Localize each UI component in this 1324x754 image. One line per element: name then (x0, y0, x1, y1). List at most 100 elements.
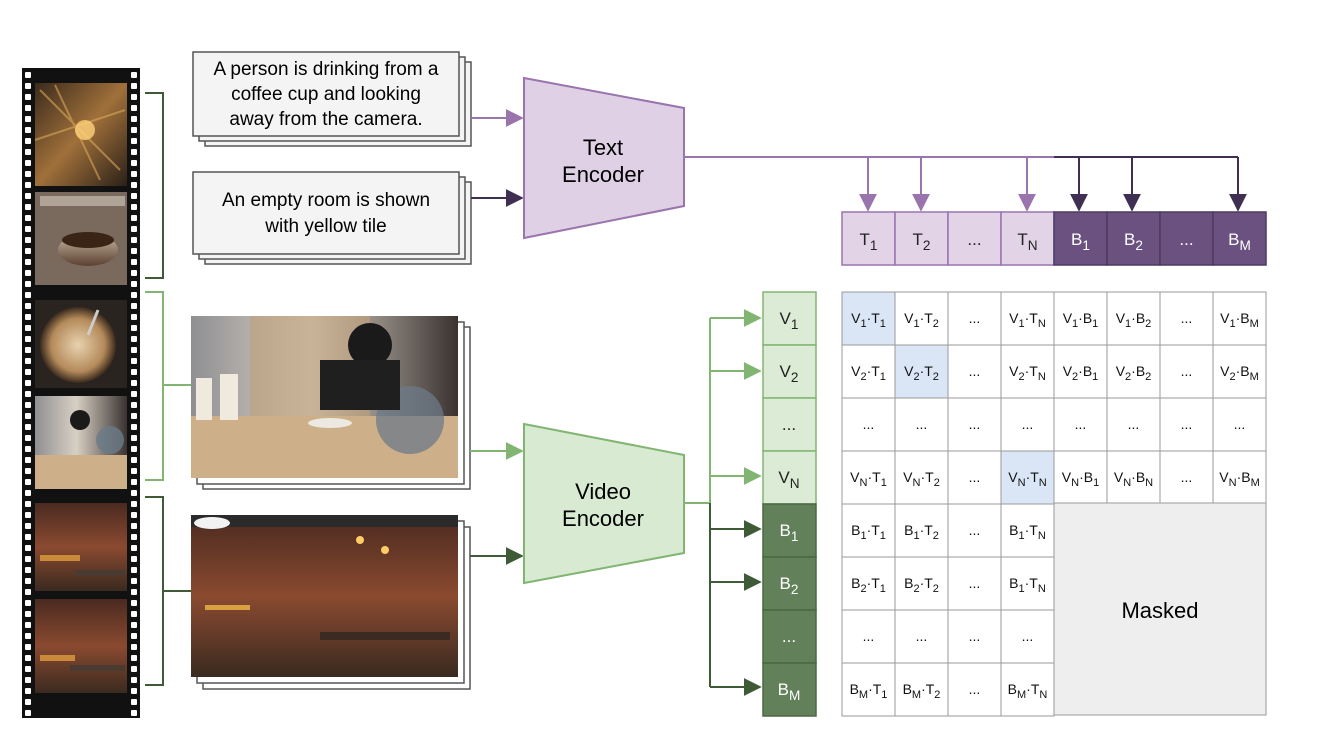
matrix-cell-label: ... (1181, 310, 1193, 326)
sprocket-hole (131, 314, 137, 320)
sprocket-hole (131, 105, 137, 111)
matrix-cell (1159, 450, 1214, 505)
matrix-cell-label: B1·T1 (851, 522, 886, 542)
sprocket-hole (131, 523, 137, 529)
sprocket-hole (131, 94, 137, 100)
matrix-cell-label: ... (1181, 363, 1193, 379)
sprocket-hole (25, 479, 31, 485)
matrix-cell (1212, 344, 1267, 399)
matrix-cell (841, 450, 896, 505)
video-clip-card-2 (191, 515, 471, 690)
matrix-cell (1159, 397, 1214, 452)
sprocket-hole (25, 600, 31, 606)
video-token-cell (762, 662, 817, 717)
sprocket-hole (131, 237, 137, 243)
text-token-cell (1212, 211, 1267, 266)
sprocket-hole (131, 204, 137, 210)
sprocket-hole (131, 479, 137, 485)
matrix-cell-label: V2·TN (1009, 363, 1046, 383)
sprocket-hole (131, 424, 137, 430)
sprocket-hole (131, 677, 137, 683)
masked-region: Masked (1053, 502, 1267, 716)
sprocket-hole (131, 622, 137, 628)
sprocket-hole (25, 633, 31, 639)
video-token-label: ... (782, 627, 796, 646)
sprocket-hole (25, 226, 31, 232)
sprocket-hole (25, 490, 31, 496)
film-frame-5 (35, 503, 127, 591)
sprocket-hole (131, 259, 137, 265)
video-encoder-output-arrows (684, 309, 762, 696)
matrix-cell-label: ... (969, 575, 981, 591)
matrix-cell (894, 662, 949, 717)
sprocket-hole (25, 215, 31, 221)
matrix-cell (894, 450, 949, 505)
sprocket-hole (131, 270, 137, 276)
sprocket-hole (131, 534, 137, 540)
sprocket-hole (25, 248, 31, 254)
sprocket-hole (25, 578, 31, 584)
text-token-label: BM (1228, 230, 1251, 253)
matrix-cell-label: VN·BN (1114, 469, 1153, 489)
text-token-label: B1 (1071, 230, 1090, 253)
matrix-cell-label: ... (1181, 469, 1193, 485)
text-encoder-label-line-2: Encoder (562, 162, 644, 187)
matrix-cell (1000, 291, 1055, 346)
sprocket-hole (131, 72, 137, 78)
bracket-group-2 (145, 291, 164, 481)
matrix-cell (894, 397, 949, 452)
sprocket-hole (131, 325, 137, 331)
film-frame-1 (34, 83, 127, 186)
text-token-cell (894, 211, 949, 266)
video-token-label: V2 (780, 362, 799, 385)
sprocket-hole (131, 589, 137, 595)
sprocket-hole (131, 413, 137, 419)
sprocket-hole (131, 391, 137, 397)
sprocket-hole (25, 402, 31, 408)
sprocket-hole (25, 105, 31, 111)
sprocket-hole (131, 281, 137, 287)
sprocket-hole (131, 644, 137, 650)
matrix-cell-label: ... (863, 628, 875, 644)
matrix-cell-label: V1·B2 (1116, 310, 1152, 330)
sprocket-hole (25, 204, 31, 210)
matrix-cell (1053, 450, 1108, 505)
sprocket-hole (25, 237, 31, 243)
sprocket-hole (25, 160, 31, 166)
matrix-cell-label: ... (1022, 416, 1034, 432)
video-token-label: B2 (780, 574, 799, 597)
text-encoder: Text Encoder (523, 76, 685, 240)
sprocket-hole (131, 490, 137, 496)
sprocket-hole (131, 138, 137, 144)
text-token-label: ... (1179, 230, 1193, 249)
matrix-cell (1000, 344, 1055, 399)
sprocket-hole (131, 611, 137, 617)
matrix-cell-label: ... (1234, 416, 1246, 432)
film-frame-2 (35, 192, 127, 285)
matrix-cell (1159, 344, 1214, 399)
video-token-cell (762, 397, 817, 452)
matrix-cell-label: B2·T2 (904, 575, 939, 595)
matrix-cell (947, 344, 1002, 399)
matrix-cell (947, 450, 1002, 505)
sprocket-hole (25, 468, 31, 474)
sprocket-hole (131, 347, 137, 353)
bracket-group-1 (145, 92, 164, 279)
sprocket-hole (131, 160, 137, 166)
matrix-cell (1000, 609, 1055, 664)
matrix-cell-label: V1·BM (1220, 310, 1259, 330)
matrix-cell-label: ... (969, 363, 981, 379)
matrix-cell-label: ... (863, 416, 875, 432)
matrix-cell (894, 291, 949, 346)
text-token-label: B2 (1124, 230, 1143, 253)
matrix-cell (1000, 397, 1055, 452)
sprocket-hole (131, 171, 137, 177)
sprocket-hole (25, 193, 31, 199)
sprocket-hole (25, 545, 31, 551)
video-encoder-label-line-2: Encoder (562, 506, 644, 531)
matrix-cell-label: VN·T1 (850, 469, 887, 489)
sprocket-hole (131, 699, 137, 705)
caption-card-1: A person is drinking from a coffee cup a… (192, 51, 472, 147)
